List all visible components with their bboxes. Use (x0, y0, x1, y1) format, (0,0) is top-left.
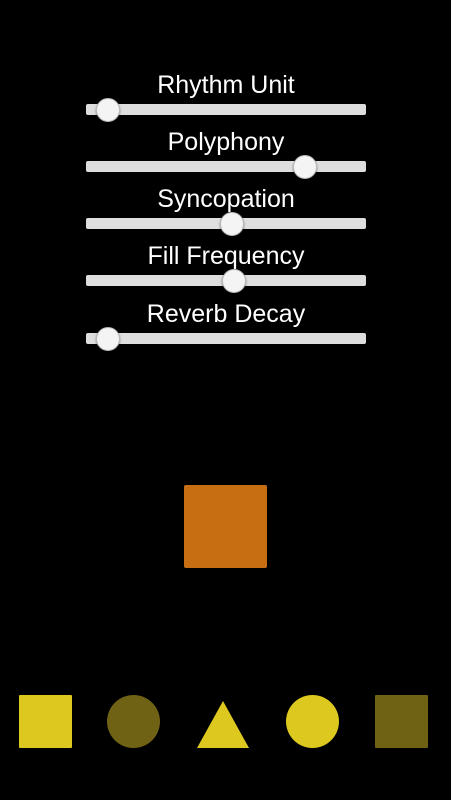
slider-thumb[interactable] (96, 98, 121, 122)
triangle-shape (197, 701, 249, 748)
center-square[interactable] (184, 485, 267, 568)
slider-thumb[interactable] (293, 155, 318, 179)
slider-track[interactable] (86, 333, 366, 344)
square-icon[interactable] (19, 695, 72, 748)
square-icon[interactable] (375, 695, 428, 748)
slider-thumb[interactable] (221, 269, 246, 293)
slider-label: Rhythm Unit (157, 71, 295, 99)
circle-icon[interactable] (107, 695, 160, 748)
slider-label: Reverb Decay (146, 300, 306, 328)
slider-track[interactable] (86, 104, 366, 115)
slider-thumb[interactable] (96, 327, 121, 351)
slider-thumb[interactable] (220, 212, 245, 236)
triangle-icon[interactable] (196, 695, 249, 748)
circle-icon[interactable] (286, 695, 339, 748)
slider-label: Syncopation (157, 185, 295, 213)
slider-label: Fill Frequency (147, 242, 305, 270)
slider-track[interactable] (86, 161, 366, 172)
slider-label: Polyphony (167, 128, 285, 156)
